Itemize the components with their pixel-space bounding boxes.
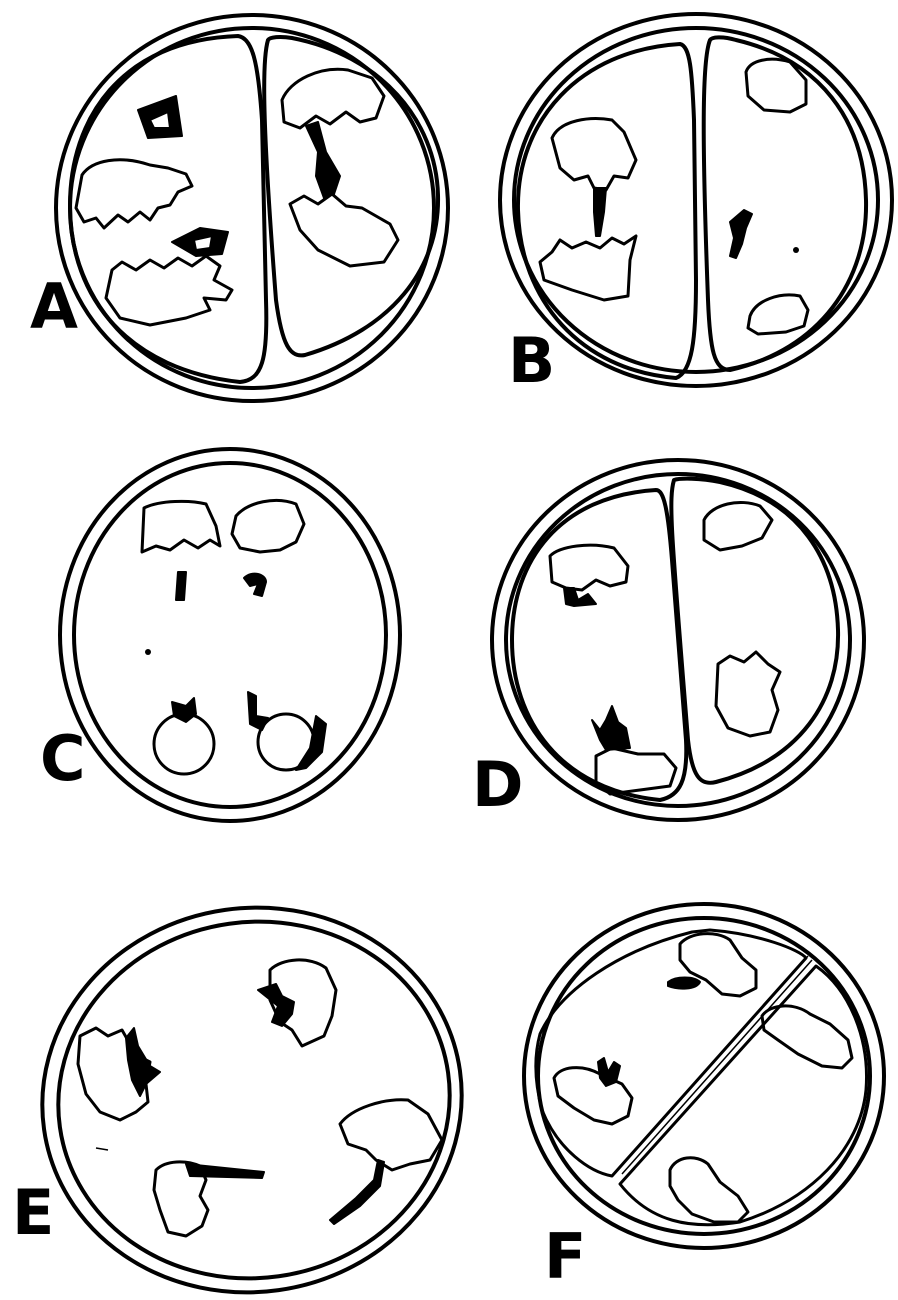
- panel-b-right-cell: [704, 37, 866, 370]
- panel-b-centriole: [793, 247, 799, 253]
- panel-f-nucleus-2: [762, 1006, 852, 1068]
- panel-d-nucleus-3: [704, 502, 772, 550]
- panel-e-nucleus-3: [340, 1100, 442, 1170]
- panel-e-spindle: [330, 1160, 384, 1224]
- panel-c-chromatin-5: [296, 716, 326, 770]
- panel-d-nucleus-1: [550, 545, 628, 590]
- panel-e: E: [12, 881, 487, 1300]
- panel-d-nucleus-4: [716, 652, 780, 736]
- panel-a-nucleus-2: [106, 256, 232, 325]
- panel-d-chromatin-2: [592, 706, 630, 750]
- panel-f-division-wall-2: [622, 960, 812, 1174]
- panel-c-chromatin-4: [248, 692, 268, 730]
- panel-c-inner-wall: [74, 463, 386, 807]
- panel-c-nucleus-1: [142, 501, 220, 552]
- panel-c-label: C: [40, 722, 86, 795]
- panel-f-chromatin-1: [668, 978, 700, 989]
- panel-a-label: A: [30, 270, 78, 343]
- panel-d-label: D: [472, 748, 523, 821]
- panel-e-chromatin-2: [258, 984, 294, 1026]
- panel-f-chromatin-2: [598, 1058, 620, 1086]
- panel-d-right-cell: [671, 479, 838, 783]
- panel-f-label: F: [544, 1220, 586, 1293]
- panel-b-chromatin: [730, 210, 752, 258]
- panel-e-chromatin-3: [186, 1164, 264, 1178]
- panel-a-nucleus-1: [76, 160, 192, 228]
- panel-a-chromatin-2: [172, 228, 228, 256]
- panel-a: A: [30, 15, 448, 401]
- panel-e-wall-mark: [96, 1148, 108, 1150]
- panel-a-nucleus-3: [282, 69, 384, 128]
- panel-c-chromatin-3: [172, 698, 196, 722]
- panel-f: F: [524, 904, 884, 1293]
- panel-a-chromatin-1: [138, 96, 182, 138]
- panel-f-cell-1: [536, 930, 806, 1176]
- panel-b-nucleus-1: [552, 119, 636, 190]
- panel-c-nucleus-3: [154, 714, 214, 774]
- panel-c: C: [40, 449, 400, 821]
- panel-b-label: B: [508, 324, 555, 397]
- panel-c-chromatin-1: [176, 572, 186, 600]
- panel-a-spindle: [306, 122, 340, 198]
- panel-b-nucleus-4: [748, 295, 808, 334]
- panel-c-outer-wall: [60, 449, 400, 821]
- panel-f-cell-2: [620, 966, 867, 1225]
- panel-f-inner-wall: [538, 918, 870, 1234]
- panel-c-chromatin-2: [244, 574, 266, 596]
- panel-e-chromatin-1: [126, 1028, 160, 1096]
- panel-b-spindle: [594, 188, 606, 236]
- panel-f-nucleus-4: [670, 1158, 748, 1222]
- panel-b: B: [500, 14, 892, 397]
- panel-a-nucleus-4: [290, 194, 398, 266]
- panel-f-nucleus-3: [554, 1068, 632, 1124]
- panel-c-centriole: [145, 649, 151, 655]
- panel-b-nucleus-2: [540, 236, 636, 300]
- panel-e-label: E: [12, 1176, 54, 1249]
- panel-e-inner-wall: [35, 896, 473, 1300]
- panel-f-outer-wall: [524, 904, 884, 1248]
- panel-e-outer-wall: [17, 881, 486, 1300]
- panel-c-nucleus-2: [232, 500, 304, 552]
- panel-a-right-cell: [264, 37, 438, 355]
- panel-a-outer-wall: [56, 15, 448, 401]
- panel-d: D: [472, 460, 864, 821]
